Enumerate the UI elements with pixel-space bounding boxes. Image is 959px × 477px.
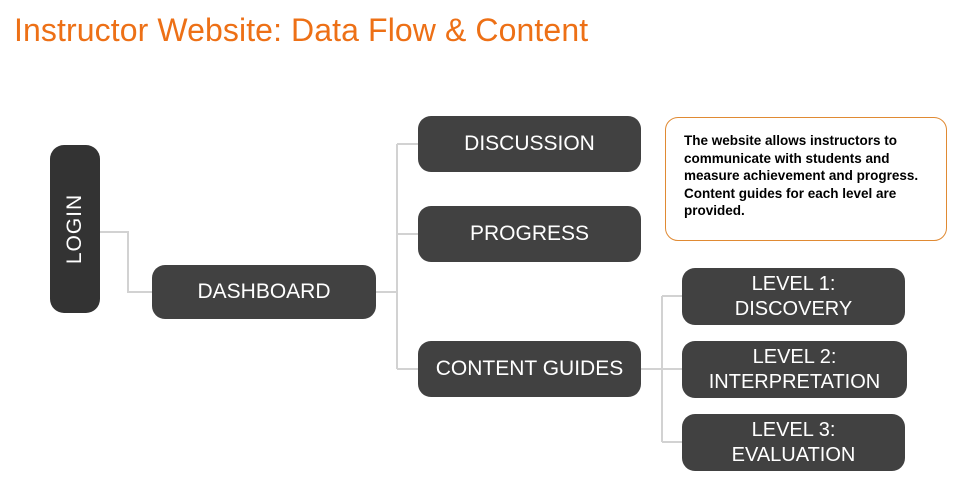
page-title: Instructor Website: Data Flow & Content [14, 12, 589, 48]
node-progress-label: PROGRESS [469, 222, 590, 245]
node-content-guides[interactable]: CONTENT GUIDES [418, 341, 641, 397]
node-level-1-label: LEVEL 1: DISCOVERY [734, 272, 853, 320]
node-login[interactable]: LOGIN [50, 145, 100, 313]
node-level-2[interactable]: LEVEL 2: INTERPRETATION [682, 341, 907, 398]
node-level-3-label: LEVEL 3: EVALUATION [731, 418, 856, 466]
node-discussion[interactable]: DISCUSSION [418, 116, 641, 172]
callout-note: The website allows instructors to commun… [665, 117, 947, 241]
node-level-1[interactable]: LEVEL 1: DISCOVERY [682, 268, 905, 325]
node-level-3[interactable]: LEVEL 3: EVALUATION [682, 414, 905, 471]
edge-login-dashboard [100, 231, 152, 293]
node-dashboard[interactable]: DASHBOARD [152, 265, 376, 319]
node-level-2-label: LEVEL 2: INTERPRETATION [708, 345, 881, 393]
node-progress[interactable]: PROGRESS [418, 206, 641, 262]
node-content-guides-label: CONTENT GUIDES [435, 357, 624, 380]
callout-note-text: The website allows instructors to commun… [684, 133, 919, 218]
node-discussion-label: DISCUSSION [464, 132, 595, 155]
node-login-label: LOGIN [63, 193, 87, 265]
node-dashboard-label: DASHBOARD [197, 280, 331, 303]
